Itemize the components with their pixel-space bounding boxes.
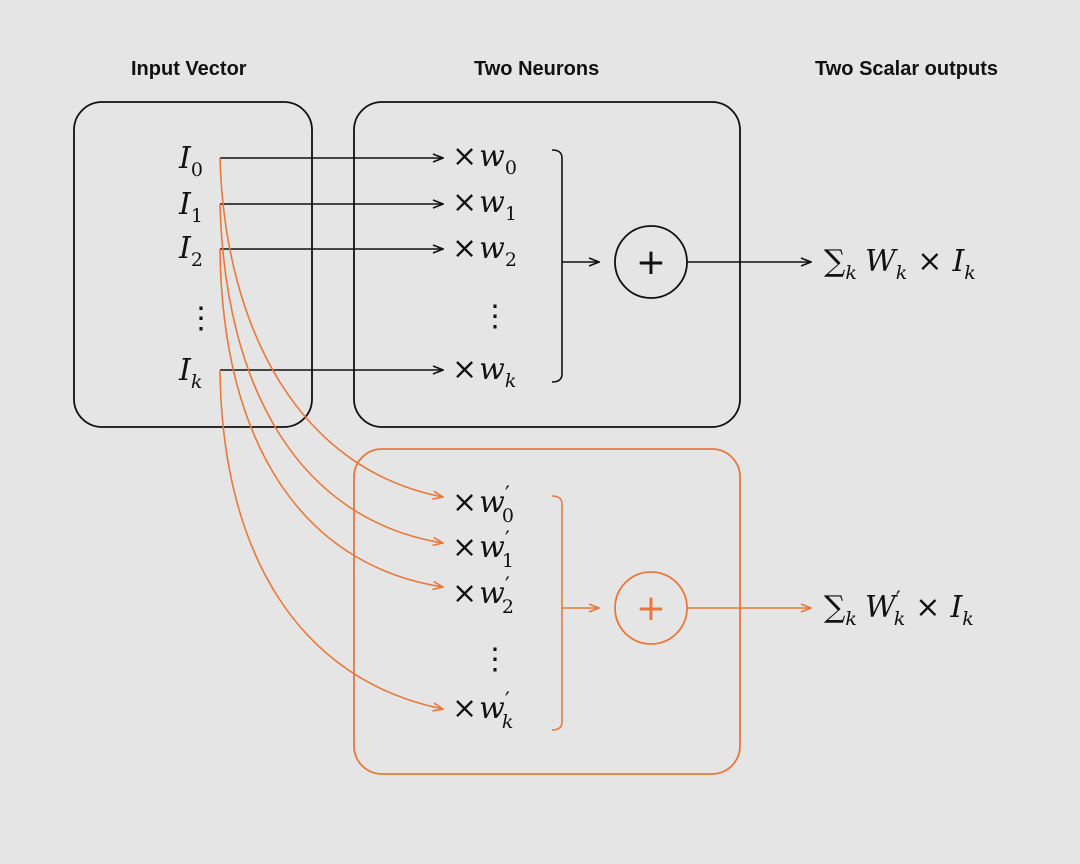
neuron-2-weight-0: ×w′0 xyxy=(452,483,514,527)
neuron-1-weights: ×w0 ×w1 ×w2 ⋮ ×wk xyxy=(452,139,517,392)
curve-i0-w0prime xyxy=(219,157,443,497)
neuron-2-weight-4: ×w′k xyxy=(452,689,513,733)
neuron-2-weight-2: ×w′2 xyxy=(452,574,514,618)
neuron-2-input-arrows xyxy=(219,157,443,709)
neuron-2-weights: ×w′0×w′1×w′2 ⋮ ×w′k xyxy=(452,483,514,733)
neuron-1-weight-0: ×w0 xyxy=(452,139,517,179)
curve-i1-w1prime xyxy=(219,203,443,543)
input-vector-box xyxy=(73,101,313,428)
heading-two-scalar-outputs: Two Scalar outputs xyxy=(815,58,998,80)
neuron-1-input-arrows xyxy=(220,158,443,370)
neuron-1-plus-symbol: + xyxy=(636,242,666,283)
neuron-2-box xyxy=(353,448,741,775)
curve-i2-w2prime xyxy=(219,248,443,587)
input-element-2: I2 xyxy=(178,231,203,271)
neuron-2-weight-3: ⋮ xyxy=(480,642,510,677)
neuron-1-weight-4: ×wk xyxy=(452,352,516,392)
input-element-3: ⋮ xyxy=(186,301,216,336)
neuron-2-bracket xyxy=(551,495,563,731)
neuron-2-weight-1: ×w′1 xyxy=(452,528,514,572)
input-element-4: Ik xyxy=(178,353,202,393)
neuron-1-weight-1: ×w1 xyxy=(452,185,517,225)
input-element-1: I1 xyxy=(178,187,203,227)
heading-input-vector: Input Vector xyxy=(131,58,247,80)
neuron-1-box xyxy=(353,101,741,428)
input-element-0: I0 xyxy=(178,141,203,181)
neuron-1-bracket xyxy=(551,149,563,383)
neuron-1-weight-2: ×w2 xyxy=(452,231,517,271)
heading-two-neurons: Two Neurons xyxy=(474,58,600,80)
neuron-1-weight-3: ⋮ xyxy=(480,299,510,334)
curve-ik-wkprime xyxy=(219,369,443,709)
neuron-2-plus-symbol: + xyxy=(636,588,666,629)
